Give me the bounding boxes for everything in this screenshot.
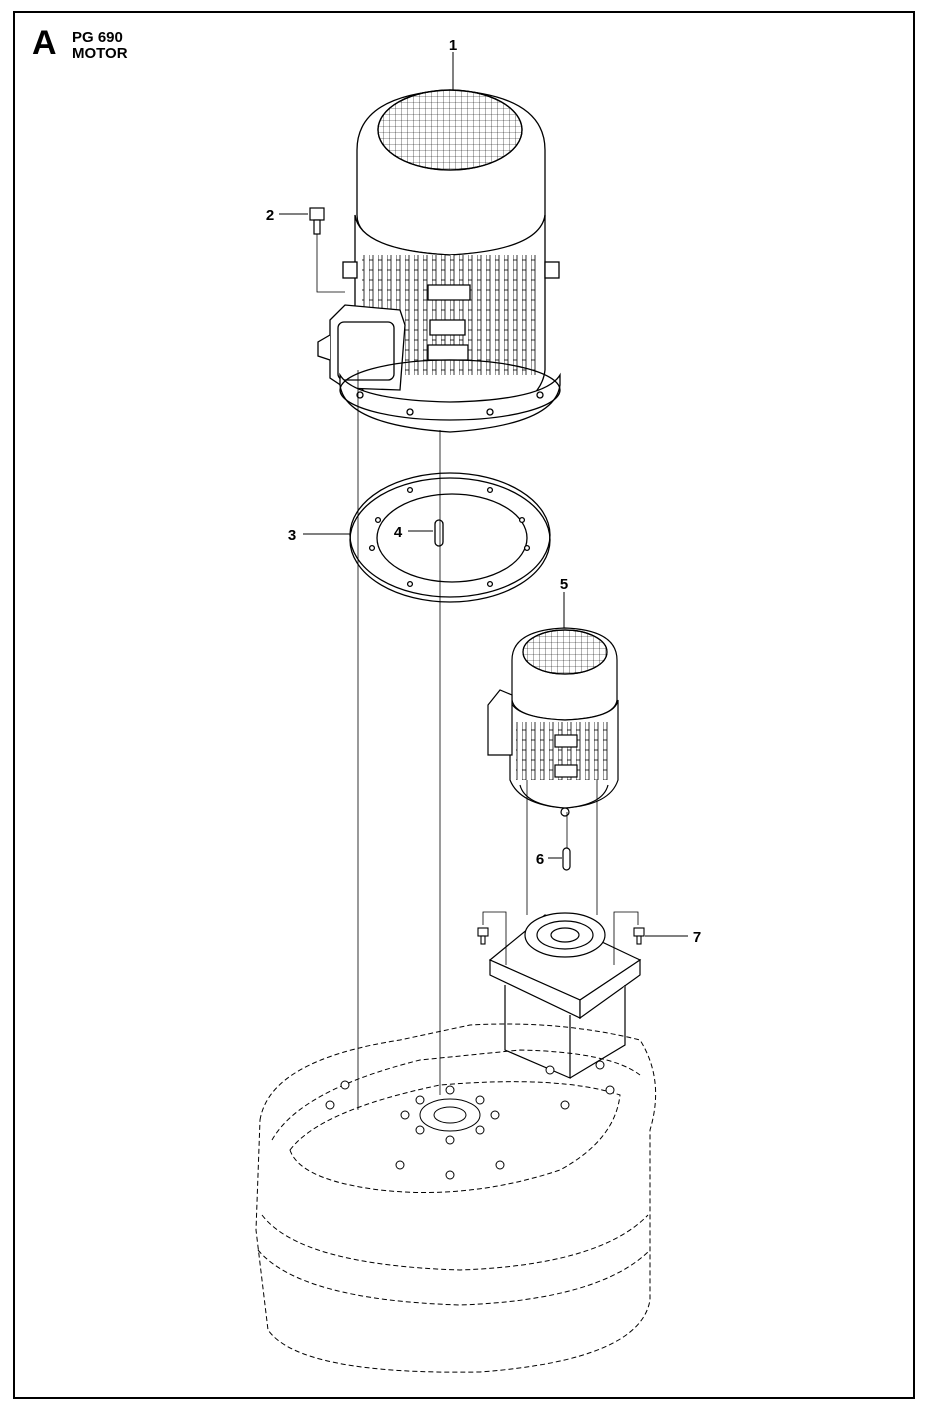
base-plate-holes bbox=[325, 1060, 615, 1180]
section-title: MOTOR bbox=[72, 45, 128, 62]
callout-leaders bbox=[279, 52, 688, 937]
assembly-guide-lines bbox=[316, 234, 639, 1110]
section-letter: A bbox=[32, 24, 57, 62]
shaft-key-part-4[interactable] bbox=[434, 519, 444, 547]
screw-part-7[interactable] bbox=[477, 927, 645, 945]
callout-7[interactable]: 7 bbox=[693, 929, 701, 946]
callout-4[interactable]: 4 bbox=[394, 524, 403, 541]
callout-6[interactable]: 6 bbox=[536, 851, 544, 868]
callout-5[interactable]: 5 bbox=[560, 576, 568, 593]
gearbox-housing bbox=[488, 912, 642, 1079]
machine-base bbox=[255, 1023, 657, 1373]
screw-part-2[interactable] bbox=[309, 207, 325, 235]
main-motor[interactable] bbox=[317, 89, 561, 433]
page-frame bbox=[13, 11, 915, 1399]
model-label: PG 690 bbox=[72, 29, 123, 46]
callout-1[interactable]: 1 bbox=[449, 37, 457, 54]
small-motor[interactable] bbox=[487, 627, 619, 817]
gasket-ring[interactable] bbox=[349, 472, 551, 603]
shaft-key-part-6[interactable] bbox=[562, 847, 571, 871]
callout-3[interactable]: 3 bbox=[288, 527, 296, 544]
callout-2[interactable]: 2 bbox=[266, 207, 274, 224]
title-block: PG 690 MOTOR bbox=[72, 30, 128, 62]
